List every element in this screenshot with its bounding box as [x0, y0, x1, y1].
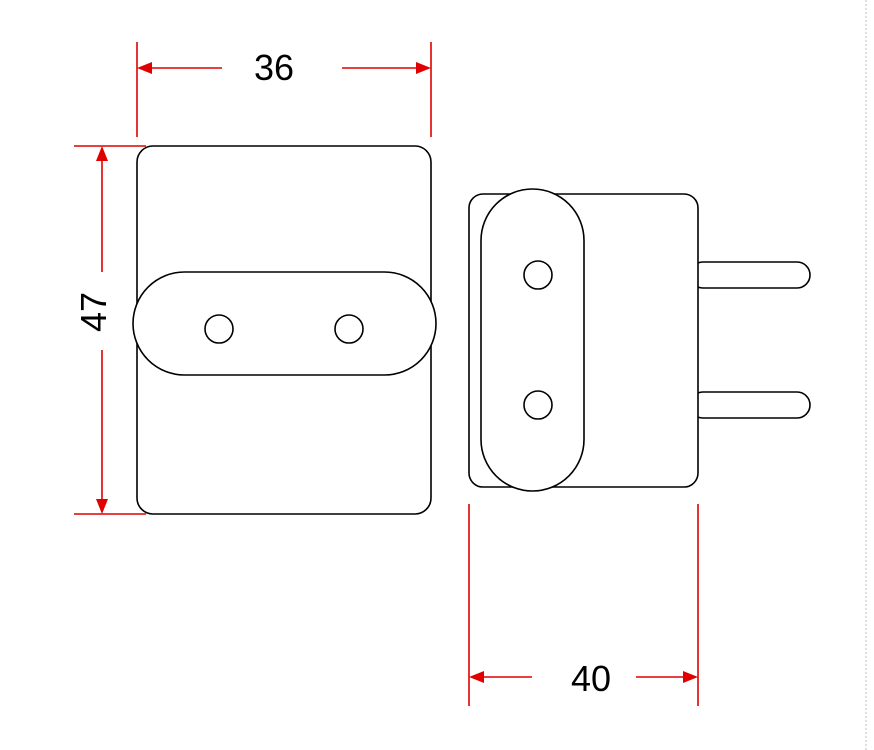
depth-label: 40: [571, 658, 611, 699]
depth-arrow-left: [469, 671, 484, 683]
height-arrow-bottom: [96, 499, 108, 514]
width-label: 36: [254, 47, 294, 88]
front-socket-pill: [132, 271, 437, 376]
front-pin-hole-right: [334, 314, 364, 344]
depth-arrow-right: [683, 671, 698, 683]
side-pin-hole-top: [523, 260, 553, 290]
width-arrow-right: [416, 62, 431, 74]
side-pin-top: [689, 261, 811, 289]
side-pin-hole-bottom: [523, 390, 553, 420]
dimension-depth: 40: [468, 504, 699, 706]
height-label: 47: [73, 292, 114, 332]
front-view: [132, 145, 437, 515]
side-socket-pill: [480, 188, 585, 492]
front-pin-hole-left: [204, 314, 234, 344]
height-arrow-top: [96, 146, 108, 161]
side-pin-bottom: [689, 391, 811, 419]
dimension-width: 36: [136, 42, 432, 137]
side-view: [468, 188, 811, 492]
width-arrow-left: [137, 62, 152, 74]
dimension-height: 47: [73, 145, 146, 515]
